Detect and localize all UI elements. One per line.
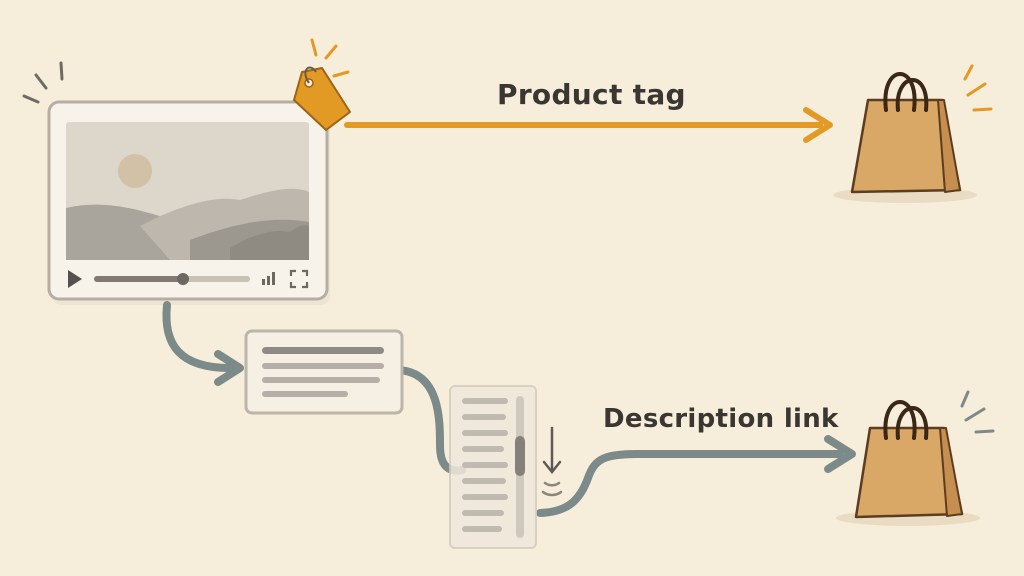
progress-handle[interactable] — [177, 273, 189, 285]
price-tag-icon — [293, 38, 351, 131]
shopping-bag-icon — [836, 390, 995, 526]
description-box-icon — [244, 329, 404, 415]
scroll-down-arrow-icon — [541, 426, 563, 497]
description-link-label: Description link — [603, 404, 839, 434]
fullscreen-icon[interactable] — [289, 269, 309, 289]
play-icon[interactable] — [68, 270, 82, 288]
video-player-icon — [22, 61, 330, 305]
sparkle-icon — [22, 61, 64, 104]
shopping-bag-icon — [833, 64, 993, 203]
scrollbar-thumb[interactable] — [515, 436, 525, 476]
product-tag-arrow — [344, 107, 833, 143]
volume-icon[interactable] — [262, 272, 275, 285]
product-tag-label: Product tag — [497, 78, 686, 111]
scroll-panel — [449, 385, 537, 549]
